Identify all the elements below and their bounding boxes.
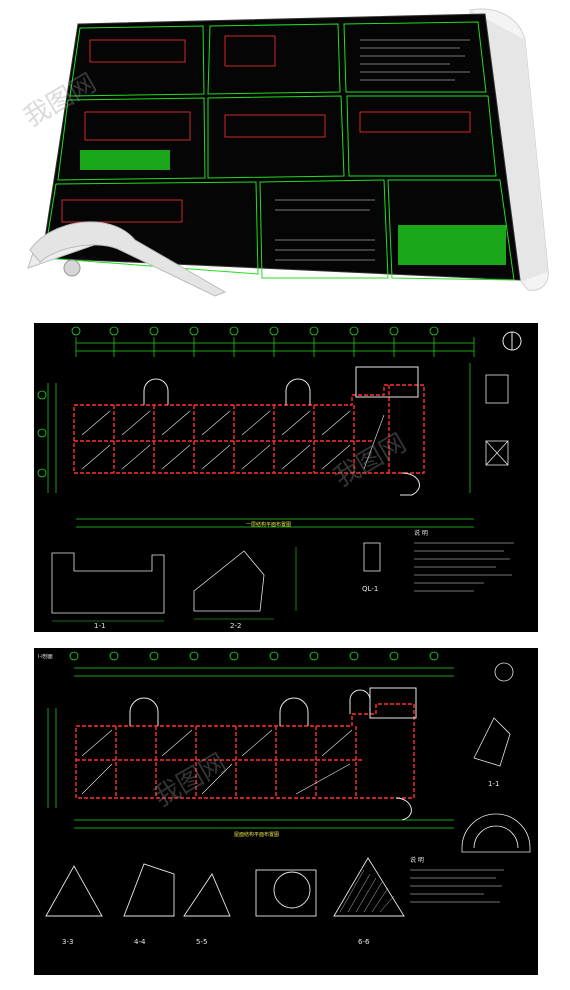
roof-plan-title: 屋面结构平面布置图 [234,831,279,838]
first-floor-plan-drawing: 一层结构平面布置图 1-1 2-2 QL-1 说 明 [37,326,522,630]
protractor-icon [27,221,227,297]
north-arrow-icon [502,331,522,351]
north-arrow-icon-2 [494,662,514,682]
section-label-5: 5-5 [196,938,207,946]
top-preview-panel [0,0,570,310]
section-label-4: 4-4 [134,938,146,946]
cad-sheet [41,13,521,281]
sheet-roll-illustration [27,8,549,297]
roof-plan-drawing: Ⅰ-Ⅰ剖面 [38,651,531,946]
section-label-2: 2-2 [230,622,241,630]
notes-title-2: 说 明 [410,856,424,864]
section-label-1b: 1-1 [488,780,499,788]
section-label-1: 1-1 [94,622,105,630]
section-label-6: 6-6 [358,938,370,946]
section-label-ql1: QL-1 [362,585,378,593]
section-label-3: 3-3 [62,938,73,946]
bottom-drawing-panel: Ⅰ-Ⅰ剖面 [34,648,538,975]
corner-label: Ⅰ-Ⅰ剖面 [38,653,53,660]
middle-drawing-panel: 一层结构平面布置图 1-1 2-2 QL-1 说 明 [34,323,538,632]
plan-title: 一层结构平面布置图 [246,521,291,528]
notes-title: 说 明 [414,529,428,537]
